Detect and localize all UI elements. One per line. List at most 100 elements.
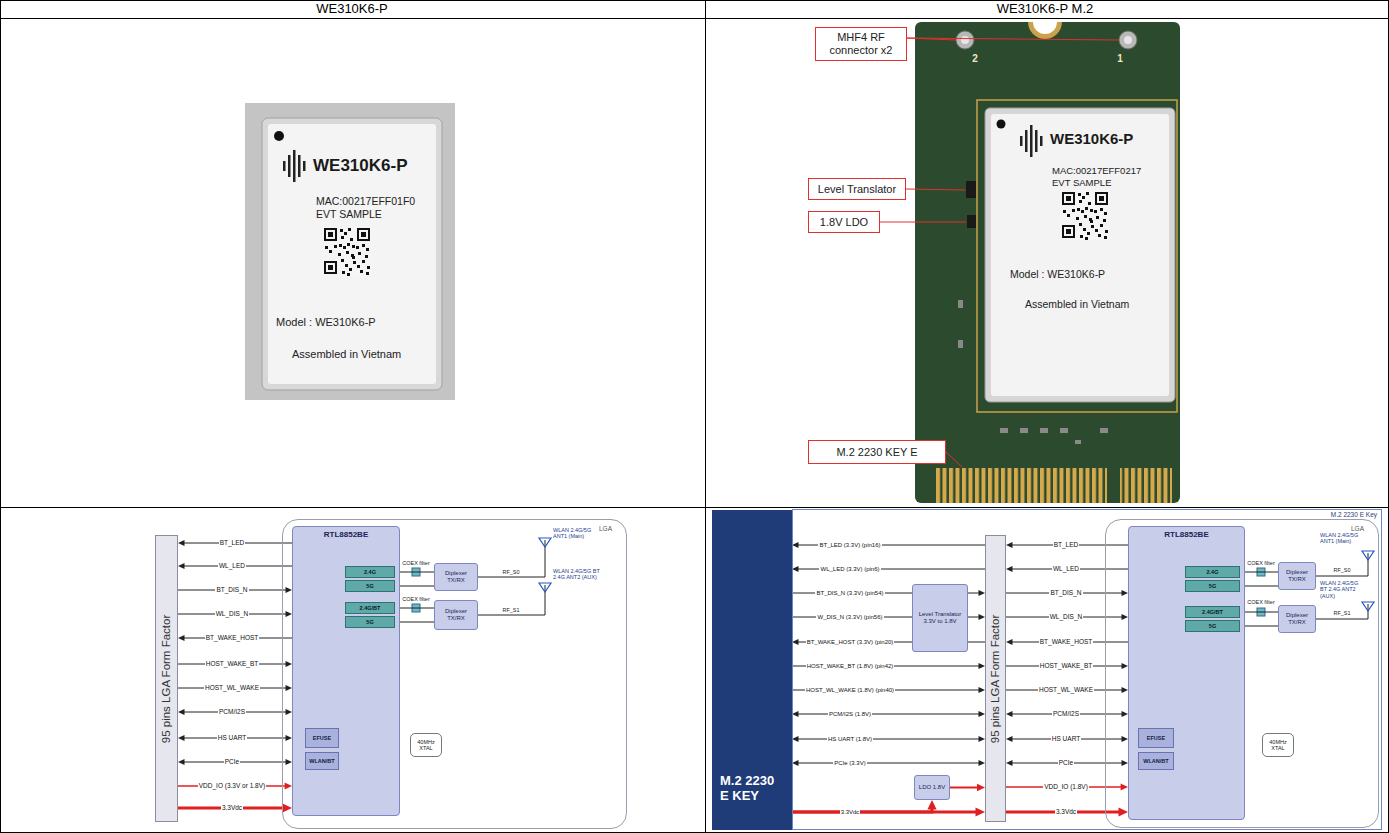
pcb (915, 22, 1180, 503)
crystal-box: 40MHz XTAL (1262, 733, 1294, 757)
module-photo (245, 103, 455, 400)
connector-line (792, 806, 932, 812)
signal-label: HOST_WL_WAKE (1.8V) (pin40) (805, 687, 895, 694)
ldo-box-text: LDO 1.8V (919, 784, 945, 791)
lga-outline: LGARTL8852BE2.4G5G2.4G/BT5GEFUSEWLAN/BT4… (282, 519, 627, 829)
arrowhead (178, 540, 185, 546)
signal-label: WL_LED (218, 562, 246, 569)
rf-port-box-text: 2.4G/BT (360, 605, 381, 611)
module-marking: MAC:00217EFF01F0 (316, 195, 415, 207)
connector (1006, 590, 1128, 596)
connector (395, 572, 434, 573)
signal-label: PCM/I2S (1052, 710, 1080, 717)
rf-port-box: 5G (345, 580, 395, 592)
logo-bars (283, 150, 306, 182)
connector (792, 687, 985, 693)
leader-line (946, 452, 962, 467)
filter-label: COEX filter (402, 596, 430, 602)
connector-line (1240, 626, 1278, 627)
signal-label: PCIe (224, 758, 240, 765)
diplexer-box-text: Diplexer TX/RX (1281, 612, 1313, 626)
arrowhead (1006, 736, 1013, 742)
pin-bar-text: 95 pins LGA Form Factor (160, 614, 173, 742)
rf-port-box-text: 2.4G/BT (1202, 609, 1223, 615)
connector (1006, 614, 1128, 620)
signal-label: PCM/I2S (1.8V) (828, 711, 872, 718)
gold-fingers (935, 468, 1107, 503)
connector (792, 663, 985, 669)
smd-part (1040, 428, 1048, 433)
leader-line (906, 189, 965, 190)
signal-label: PCM/I2S (218, 708, 246, 715)
signal-label: HOST_WAKE_BT (1039, 662, 1094, 669)
connector (950, 784, 985, 792)
signal-label: 3.3Vdc (221, 804, 243, 811)
signal-label: HOST_WL_WAKE (204, 684, 260, 691)
gold-fingers (1120, 468, 1172, 503)
pin-bar-text: 95 pins LGA Form Factor (989, 614, 1002, 742)
connector (1006, 663, 1128, 669)
mount-notch (1033, 22, 1057, 34)
signal-label: BT_WAKE_HOST (205, 634, 260, 641)
module-marking: WE310K6-P (1050, 130, 1133, 147)
lga-outline-text: LGA (1351, 525, 1364, 532)
column-header: WE310K6-P M.2 (997, 2, 1094, 17)
arrowhead (285, 783, 292, 790)
function-block: WLAN/BT (305, 752, 339, 770)
connector (178, 759, 292, 765)
leader-line (907, 38, 1119, 40)
connector-line (395, 608, 434, 609)
port-label: RF_S1 (1333, 610, 1350, 616)
rf-connector (956, 31, 974, 49)
smd-part (1020, 428, 1028, 433)
table-rule (0, 507, 1389, 508)
signal-label: HS UART (217, 734, 247, 741)
signal-label: VDD_IO (3.3V or 1.8V) (198, 782, 266, 789)
left-rf-art (412, 538, 551, 615)
m2-connector-text: M.2 2230 E KEY (720, 774, 776, 804)
crystal-box-text: 40MHz XTAL (1265, 739, 1291, 752)
connector (792, 542, 985, 548)
arrowhead (1006, 711, 1013, 717)
connector (1006, 736, 1128, 742)
connector (178, 735, 292, 741)
function-block-text: WLAN/BT (1143, 758, 1168, 764)
diplexer-box-text: Diplexer TX/RX (1281, 569, 1313, 583)
mount-ring (1028, 22, 1062, 39)
port-label: RF_S0 (1333, 567, 1350, 573)
signal-label: W_DIS_N (3.3V) (pin56) (816, 614, 883, 621)
signal-label: HS UART (1.8V) (827, 736, 873, 743)
connector (395, 608, 434, 609)
connector-line (1240, 612, 1278, 613)
rf-port-box-text: 5G (366, 583, 373, 589)
connector (792, 736, 985, 742)
connector-line (1240, 586, 1278, 587)
signal-label: BT_LED (219, 539, 246, 546)
connector-number: 2 (972, 53, 978, 65)
arrowhead (1006, 542, 1013, 548)
module-marking: Assembled in Vietnam (292, 348, 401, 361)
rf-port-box-text: 5G (1209, 583, 1216, 589)
rf-port-box: 2.4G/BT (1185, 606, 1240, 618)
signal-label: VDD_IO (1.8V) (1043, 783, 1089, 790)
signal-label: BT_DIS_N (1049, 589, 1082, 596)
arrowhead (1006, 639, 1013, 645)
smd-part (958, 300, 963, 308)
diplexer-box: Diplexer TX/RX (434, 600, 478, 630)
rf-port-box: 5G (345, 616, 395, 628)
arrowhead (1006, 760, 1013, 766)
connector (1006, 807, 1128, 816)
signal-label: WL_LED (1052, 565, 1080, 572)
level-translator-box: Level Translator 3.3V to 1.8V (912, 584, 968, 652)
signal-label: HOST_WL_WAKE (1038, 686, 1094, 693)
antenna-symbol (539, 583, 551, 592)
connector (1240, 626, 1278, 627)
function-block: EFUSE (305, 728, 339, 748)
chip-box: RTL8852BE2.4G5G2.4G/BT5GEFUSEWLAN/BT (1128, 526, 1245, 820)
function-block-text: WLAN/BT (309, 758, 334, 764)
pin1-dot (997, 120, 1006, 129)
connector (178, 540, 292, 546)
module-sticker (268, 124, 436, 384)
